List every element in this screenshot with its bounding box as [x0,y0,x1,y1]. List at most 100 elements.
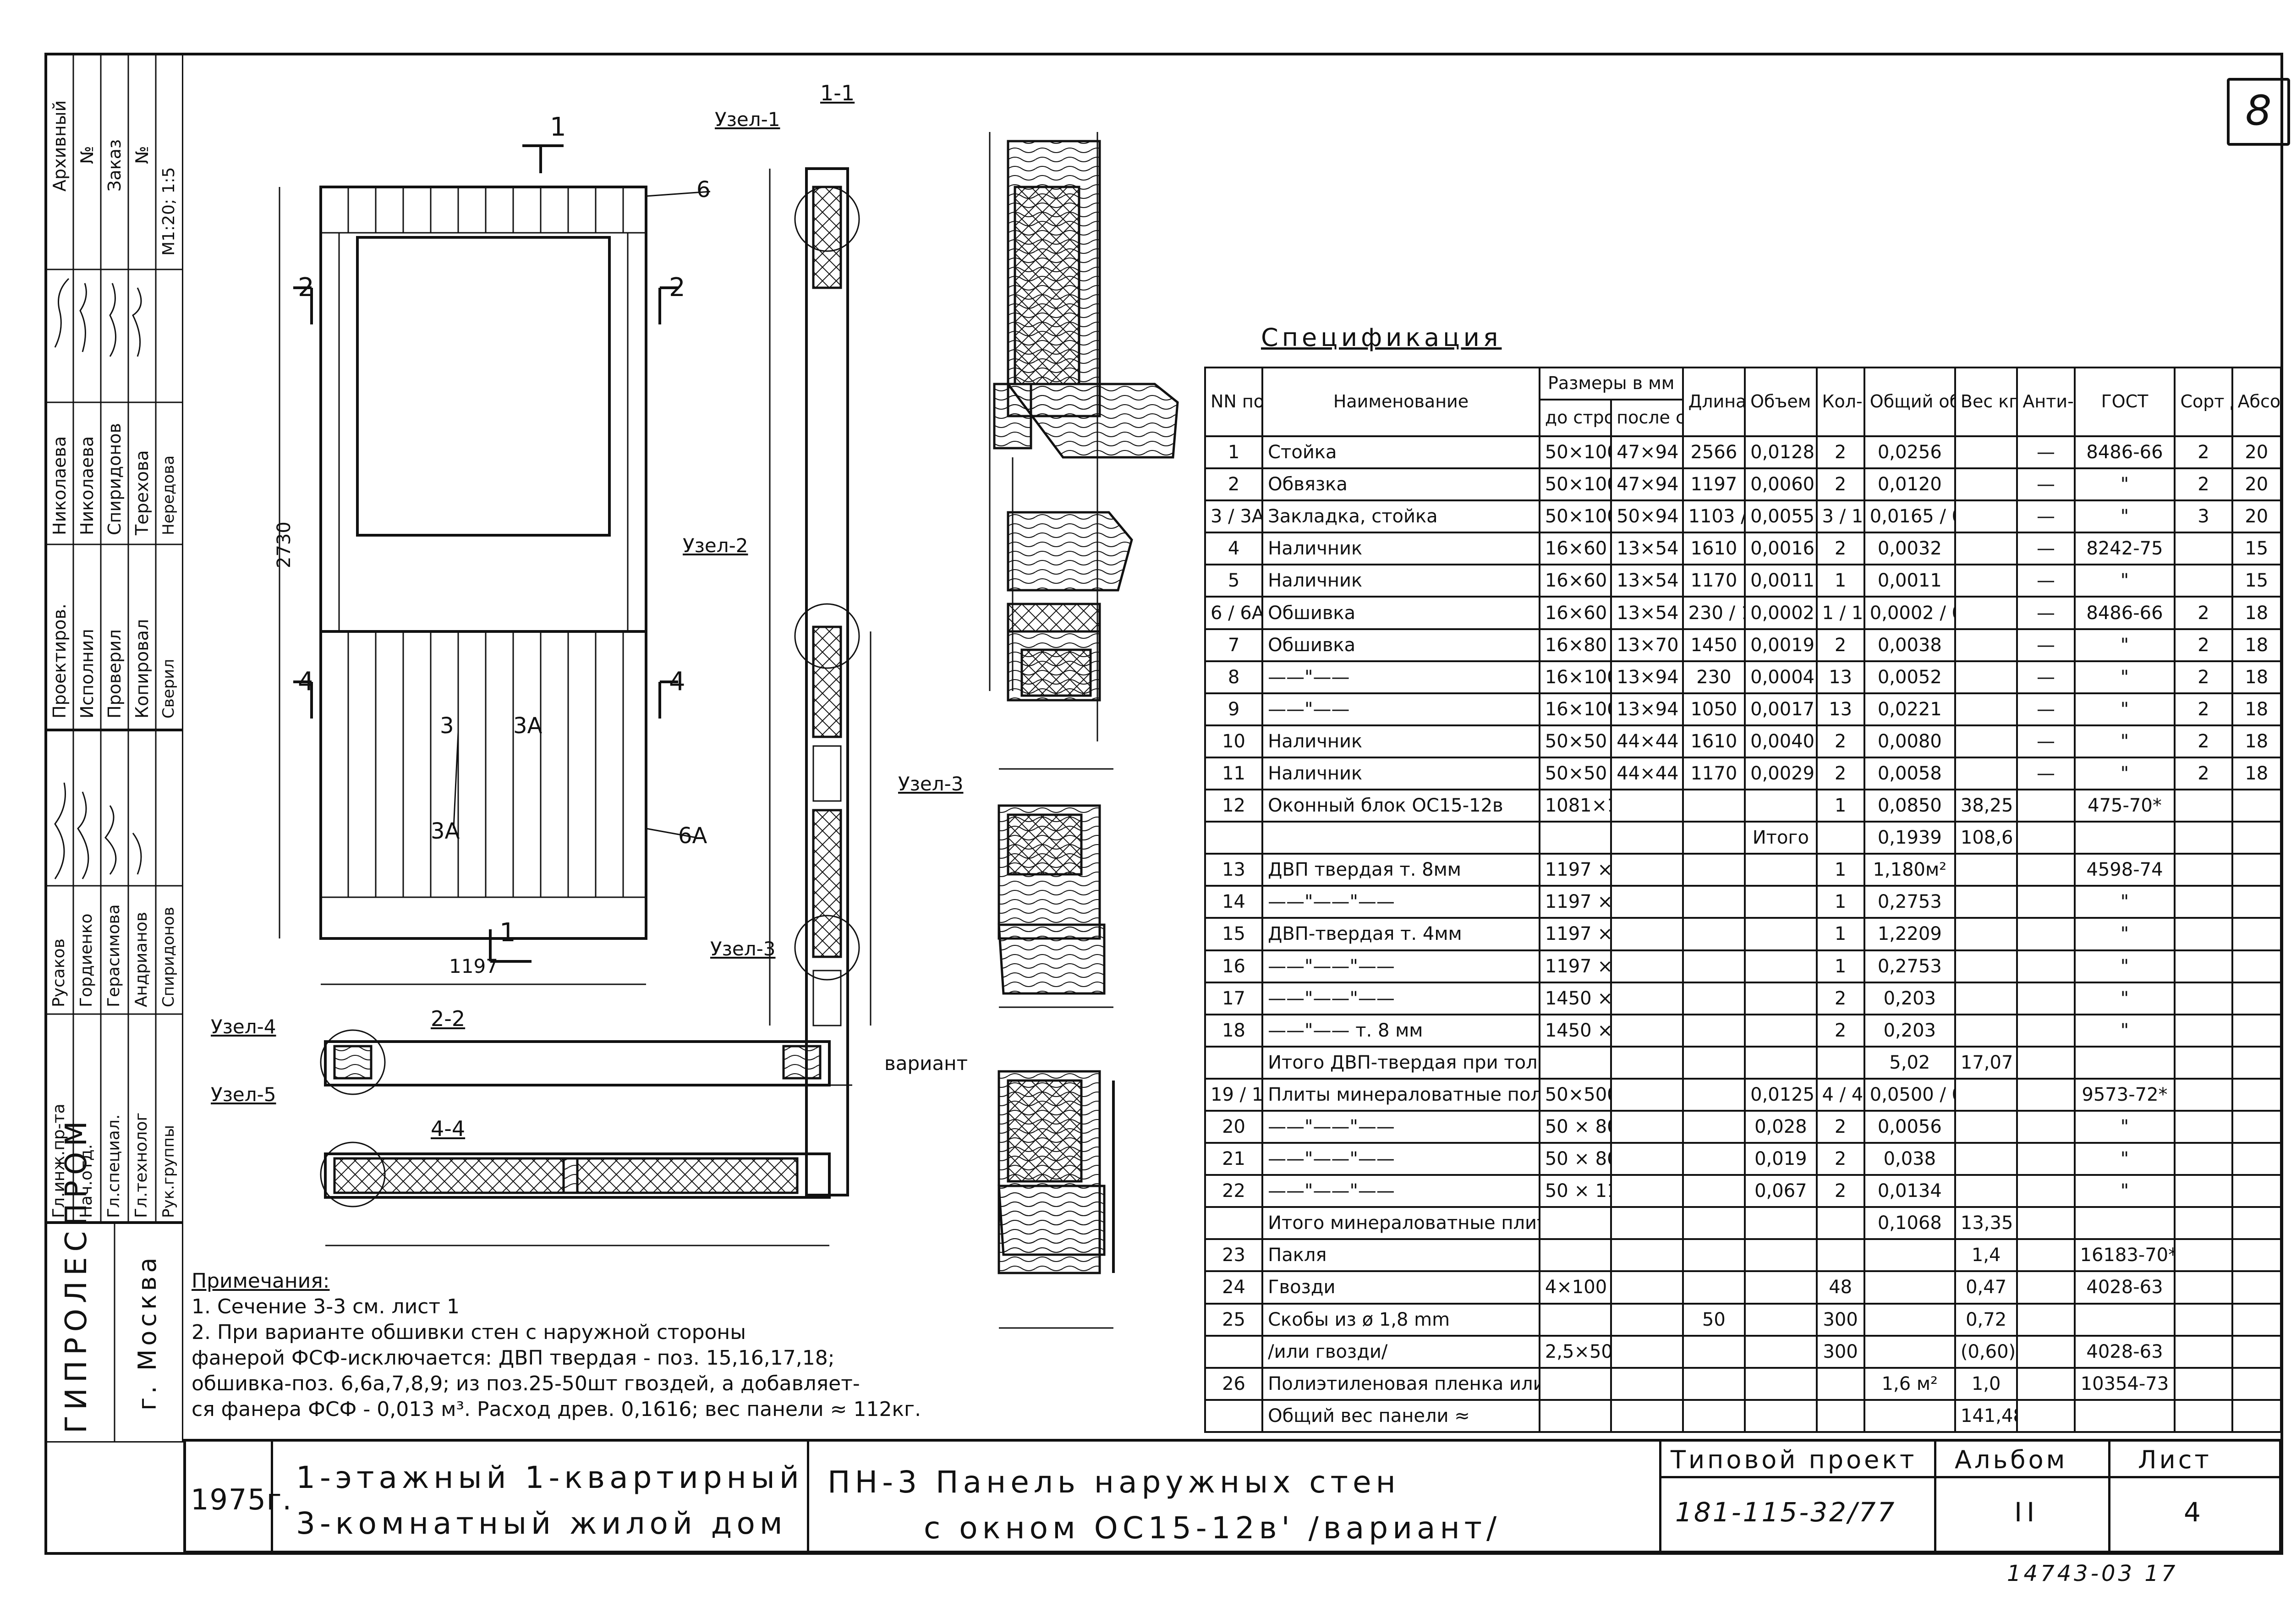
spec-cell [1954,949,2018,983]
tb-album-label: Альбом [1955,1445,2068,1474]
spec-cell: Полиэтиленовая пленка или пергамин [1261,1366,1540,1401]
spec-cell [1610,949,1684,983]
spec-cell: ——"——"—— [1261,1174,1540,1208]
spec-cell [1682,853,1746,887]
spec-cell: 38,25 [1954,789,2018,823]
spec-cell [2231,853,2282,887]
spec-cell: 13 [1815,660,1865,694]
spec-cell [1682,1174,1746,1208]
spec-cell: 2 [1815,756,1865,791]
spec-cell [1610,917,1684,951]
spec-cell [1682,1142,1746,1176]
spec-row: 14——"——"——1197 × 23010,2753" [1204,885,2282,919]
spec-cell: " [2073,917,2176,951]
spec-cell [1610,1174,1684,1208]
spec-cell: " [2073,885,2176,919]
spec-cell [2231,1077,2282,1112]
spec-cell: 50 [1682,1302,1746,1337]
spec-cell [1682,1109,1746,1144]
spec-cell: 1 [1815,949,1865,983]
spec-cell [1954,853,2018,887]
spec-cell: 2 [2174,724,2233,758]
spec-cell: 2 [1815,724,1865,758]
spec-cell [1954,596,2018,630]
spec-header-before: до строжки [1538,399,1612,437]
spec-cell: 48 [1815,1270,1865,1305]
spec-cell: /или гвозди/ [1261,1334,1540,1369]
spec-cell [1954,1109,2018,1144]
spec-cell: 2 [2174,628,2233,662]
notes-heading: Примечания: [192,1269,330,1293]
notes-line-2: 2. При варианте обшивки стен с наружной … [192,1321,746,1344]
spec-cell: 18 [2231,756,2282,791]
spec-cell [2073,1302,2176,1337]
node-4-label-a: Узел-4 [211,1015,276,1038]
spec-cell: 13×94 [1610,660,1684,694]
spec-cell: 16×80 [1538,628,1612,662]
spec-cell: 20 [2231,435,2282,470]
spec-cell: 1 [1815,564,1865,598]
spec-cell: 47×94 [1610,435,1684,470]
spec-body: 1Стойка50×10047×9425660,012820,0256—8486… [1204,435,2282,1433]
spec-cell [1682,1270,1746,1305]
spec-cell: 1,4 [1954,1238,2018,1273]
spec-cell [2174,885,2233,919]
spec-cell [2174,564,2233,598]
spec-cell [2016,821,2076,855]
spec-cell: 1610 [1682,532,1746,566]
spec-cell [2231,1206,2282,1240]
spec-cell [1954,564,2018,598]
spec-cell [1610,821,1684,855]
spec-cell [2016,1077,2076,1112]
spec-cell [1815,1366,1865,1401]
dim-panel-height: 2730 [274,521,295,568]
spec-cell: 1,0 [1954,1366,2018,1401]
label-pos-3: 3 [440,713,454,739]
spec-cell: 16 [1204,949,1264,983]
spec-cell: 15 [2231,532,2282,566]
section-1-1-title: 1-1 [820,81,855,105]
spec-row: 17——"——"——1450 × 7020,203" [1204,981,2282,1015]
spec-cell [1744,1334,1818,1369]
tb-album-value: II [2014,1497,2039,1528]
spec-cell: 0,1068 [1863,1206,1956,1240]
section-mark-4-left: 4 [298,667,314,697]
spec-cell: 2 [2174,756,2233,791]
tb-project-cell: Типовой проект 181-115-32/77 [1661,1442,1936,1551]
spec-cell: 16×60 [1538,532,1612,566]
spec-cell: 1170 [1682,564,1746,598]
spec-cell [2016,1206,2076,1240]
spec-cell [1538,1366,1612,1401]
spec-cell: 2 [2174,467,2233,502]
spec-cell: 0,0058 [1863,756,1956,791]
spec-cell [2016,949,2076,983]
spec-cell [2174,1366,2233,1401]
tb-project-number: 181-115-32/77 [1675,1497,1896,1528]
spec-header-unit-vol: Объем един. м³ [1744,367,1818,437]
spec-cell: 2 [1815,628,1865,662]
section-mark-2-left: 2 [298,273,314,302]
spec-cell: ДВП-твердая т. 4мм [1261,917,1540,951]
spec-cell: 0,72 [1954,1302,2018,1337]
spec-row: Итого ДВП-твердая при толщине - 4мм5,021… [1204,1045,2282,1080]
spec-cell [1610,1077,1684,1112]
spec-cell: 1197 × 230 [1538,885,1612,919]
spec-cell: 3 / 1 [1815,499,1865,534]
spec-cell: 18 [2231,692,2282,726]
spec-cell: 17 [1204,981,1264,1015]
spec-cell [1744,1270,1818,1305]
spec-cell [2231,885,2282,919]
spec-cell: 3 / 3А [1204,499,1264,534]
spec-cell [2016,981,2076,1015]
spec-cell: 0,0134 [1863,1174,1956,1208]
spec-cell: ——"——"—— [1261,949,1540,983]
spec-cell [1815,1206,1865,1240]
spec-cell [1744,917,1818,951]
spec-cell [2231,981,2282,1015]
spec-header-antisept: Анти-септи-ров. [2016,367,2076,437]
spec-cell [1261,821,1540,855]
spec-cell: 12 [1204,789,1264,823]
spec-cell [1204,1399,1264,1433]
